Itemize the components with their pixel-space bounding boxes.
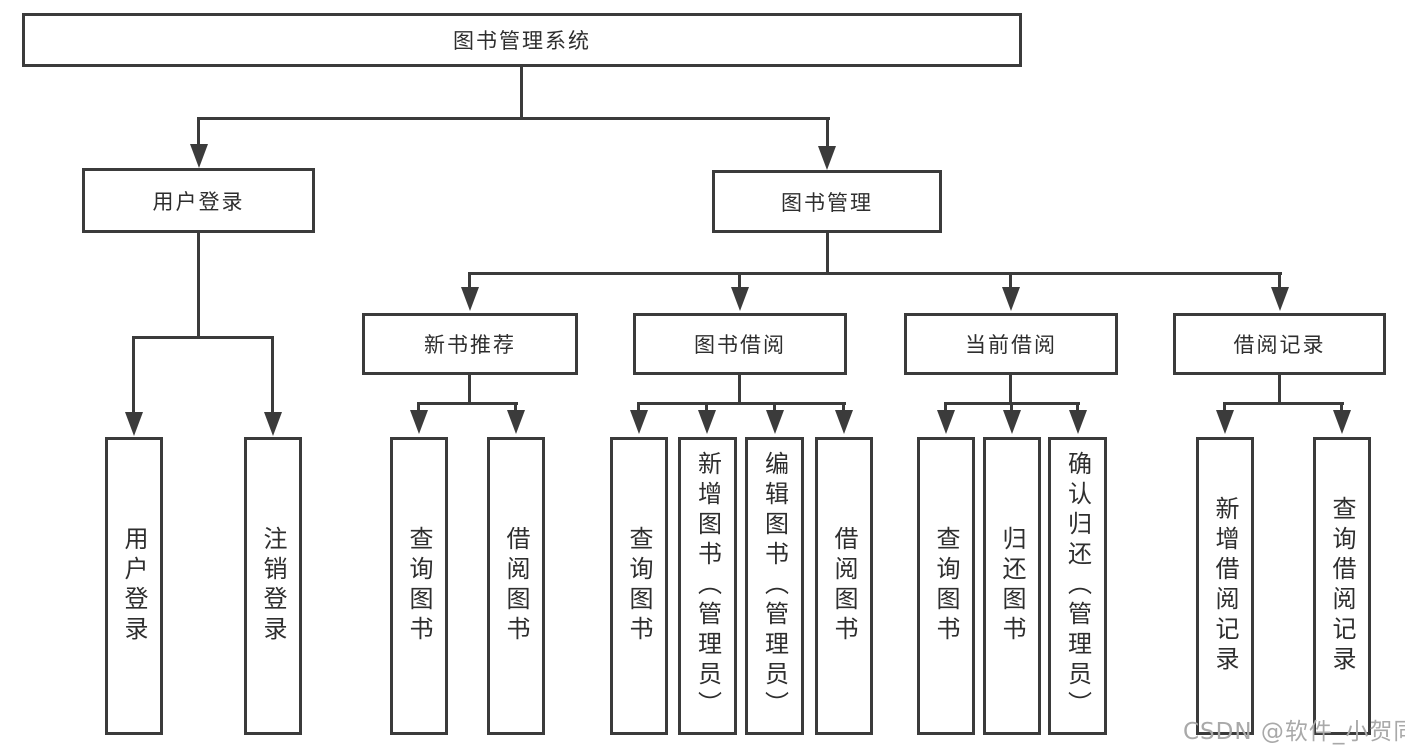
node-leaf-cb-query-book-label: 查询图书 [932,526,960,646]
node-leaf-logout-login: 注销登录 [244,437,302,735]
node-leaf-br-add-record-label: 新增借阅记录 [1211,496,1239,676]
connector-line [417,404,420,410]
node-leaf-br-query-record: 查询借阅记录 [1313,437,1371,735]
node-leaf-cb-return-book-label: 归还图书 [998,526,1026,646]
connector-line [132,336,274,339]
node-leaf-user-login: 用户登录 [105,437,163,735]
connector-line [1278,375,1281,404]
connector-line [1223,404,1226,410]
arrowhead-down-icon [125,412,143,436]
connector-line [773,404,776,410]
csdn-watermark: CSDN @软件_小贺同学 [1183,719,1405,745]
arrowhead-down-icon [507,410,525,434]
node-leaf-br-query-record-label: 查询借阅记录 [1328,496,1356,676]
connector-line [468,272,1282,275]
arrowhead-down-icon [766,410,784,434]
node-book-borrow-label: 图书借阅 [694,333,786,357]
connector-line [637,402,846,405]
node-current-borrow: 当前借阅 [904,313,1118,375]
node-leaf-cb-confirm-return-admin: 确认归还（管理员） [1048,437,1107,735]
node-leaf-nb-borrow-book: 借阅图书 [487,437,545,735]
node-book-management-label: 图书管理 [781,190,873,215]
node-leaf-bb-add-book-admin: 新增图书（管理员） [678,437,737,735]
connector-line [197,233,200,336]
arrowhead-down-icon [835,410,853,434]
node-leaf-bb-query-book-label: 查询图书 [625,526,653,646]
node-user-login-label: 用户登录 [152,189,245,214]
connector-line [944,402,1080,405]
node-leaf-bb-edit-book-admin-label: 编辑图书（管理员） [760,451,789,721]
connector-line [826,119,829,148]
node-leaf-nb-borrow-book-label: 借阅图书 [502,526,530,646]
node-leaf-cb-return-book: 归还图书 [983,437,1041,735]
connector-line [1340,404,1343,410]
node-book-management: 图书管理 [712,170,942,233]
node-leaf-bb-borrow-book: 借阅图书 [815,437,873,735]
connector-line [637,404,640,410]
connector-line [738,375,741,404]
connector-line [271,338,274,412]
node-user-login: 用户登录 [82,168,315,233]
node-borrow-records: 借阅记录 [1173,313,1386,375]
node-root-label: 图书管理系统 [453,29,591,53]
arrowhead-down-icon [410,410,428,434]
arrowhead-down-icon [190,144,208,168]
node-leaf-cb-confirm-return-admin-label: 确认归还（管理员） [1063,451,1092,721]
arrowhead-down-icon [461,287,479,311]
connector-line [705,404,708,410]
connector-line [417,402,518,405]
node-leaf-bb-query-book: 查询图书 [610,437,668,735]
node-new-book-recommend: 新书推荐 [362,313,578,375]
node-new-book-recommend-label: 新书推荐 [424,333,516,357]
arrowhead-down-icon [630,410,648,434]
connector-line [514,404,517,410]
arrowhead-down-icon [1216,410,1234,434]
connector-line [520,67,523,119]
connector-line [468,274,471,287]
arrowhead-down-icon [698,410,716,434]
node-leaf-logout-login-label: 注销登录 [259,526,287,646]
node-leaf-bb-add-book-admin-label: 新增图书（管理员） [693,451,722,721]
node-leaf-bb-borrow-book-label: 借阅图书 [830,526,858,646]
node-leaf-user-login-label: 用户登录 [120,526,148,646]
arrowhead-down-icon [1002,287,1020,311]
arrowhead-down-icon [264,412,282,436]
connector-line [1223,402,1344,405]
arrowhead-down-icon [1333,410,1351,434]
connector-line [132,338,135,412]
node-leaf-nb-query-book-label: 查询图书 [405,526,433,646]
arrowhead-down-icon [818,146,836,170]
connector-line [1009,274,1012,287]
connector-line [738,274,741,287]
node-leaf-nb-query-book: 查询图书 [390,437,448,735]
arrowhead-down-icon [731,287,749,311]
node-leaf-cb-query-book: 查询图书 [917,437,975,735]
connector-line [1278,274,1281,287]
node-leaf-br-add-record: 新增借阅记录 [1196,437,1254,735]
connector-line [944,404,947,410]
arrowhead-down-icon [937,410,955,434]
connector-line [1076,404,1079,410]
connector-line [1010,404,1013,410]
connector-line [468,375,471,404]
connector-line [842,404,845,410]
arrowhead-down-icon [1069,410,1087,434]
node-root: 图书管理系统 [22,13,1022,67]
node-book-borrow: 图书借阅 [633,313,847,375]
node-leaf-bb-edit-book-admin: 编辑图书（管理员） [745,437,804,735]
arrowhead-down-icon [1003,410,1021,434]
connector-line [197,117,830,120]
connector-line [1009,375,1012,404]
connector-line [197,119,200,146]
arrowhead-down-icon [1271,287,1289,311]
connector-line [826,233,829,274]
node-borrow-records-label: 借阅记录 [1233,333,1326,357]
node-current-borrow-label: 当前借阅 [965,333,1057,357]
